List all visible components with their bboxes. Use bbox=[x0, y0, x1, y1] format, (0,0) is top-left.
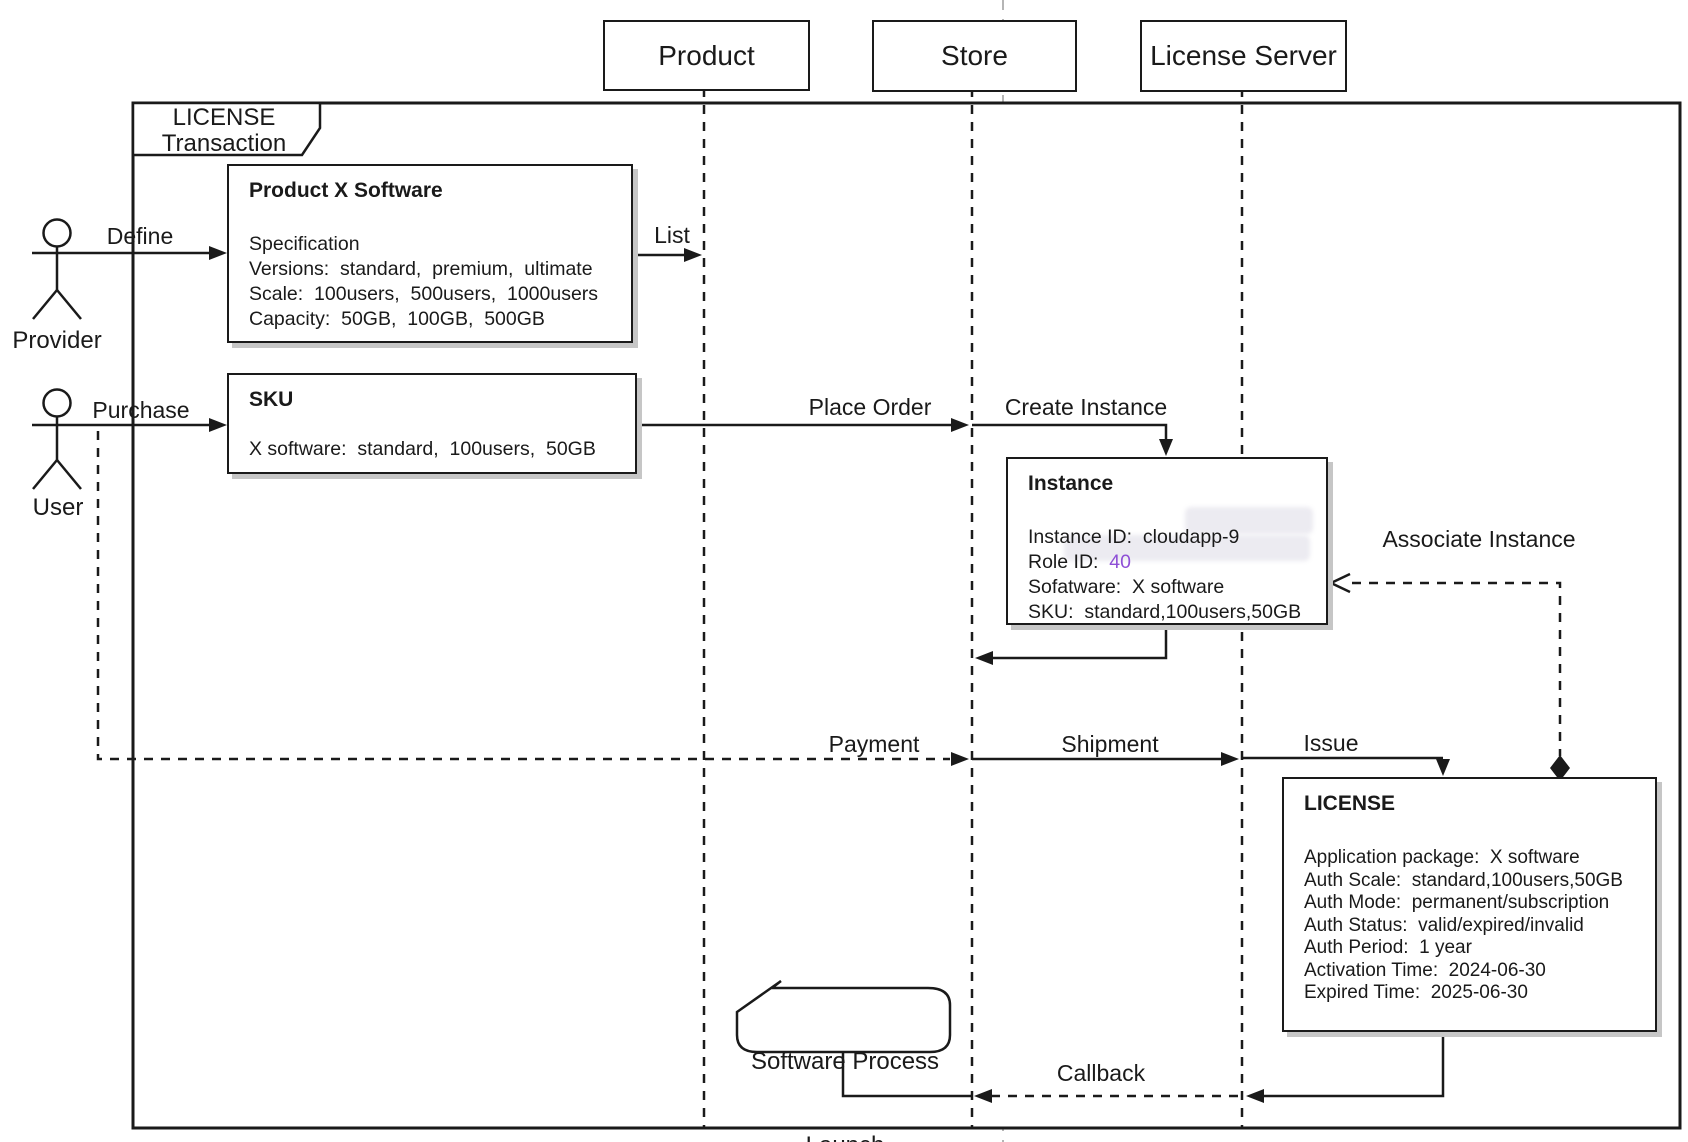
product-spec-line: Specification bbox=[249, 233, 360, 255]
lifeline-head-product-label: Product bbox=[658, 39, 755, 71]
frame-tab-label: LICENSE Transaction bbox=[136, 105, 312, 157]
frame-tab-line2: Transaction bbox=[161, 130, 287, 157]
associate-instance-arrow bbox=[1330, 572, 1570, 781]
message-payment: Payment bbox=[828, 731, 920, 757]
lifeline-head-product: Product bbox=[603, 20, 810, 91]
instance-id-line: Instance ID: cloudapp-9 bbox=[1028, 526, 1240, 548]
sku-box: SKU X software: standard, 100users, 50GB bbox=[227, 373, 637, 474]
user-actor-icon bbox=[32, 388, 82, 490]
sku-line: X software: standard, 100users, 50GB bbox=[249, 438, 596, 460]
message-place-order: Place Order bbox=[808, 394, 932, 420]
message-list: List bbox=[654, 222, 690, 248]
message-issue: Issue bbox=[1303, 730, 1359, 756]
product-spec-title: Product X Software bbox=[249, 179, 443, 202]
redaction-blur bbox=[1185, 507, 1313, 534]
provider-actor-icon bbox=[32, 218, 82, 320]
message-callback: Callback bbox=[1056, 1060, 1146, 1086]
launch-connector bbox=[841, 1052, 972, 1098]
instance-role-line: Role ID: 40 bbox=[1028, 550, 1308, 575]
message-purchase: Purchase bbox=[92, 397, 190, 423]
license-title: LICENSE bbox=[1304, 792, 1396, 815]
launch-label-line2: Launch bbox=[751, 1132, 939, 1142]
instance-line: SKU: standard,100users,50GB bbox=[1028, 601, 1302, 623]
license-line: Auth Mode: permanent/subscription bbox=[1304, 892, 1610, 913]
lifeline-head-store: Store bbox=[872, 20, 1077, 92]
license-callback-elbow bbox=[1246, 1032, 1445, 1103]
software-process-launch-note bbox=[735, 979, 952, 1054]
instance-return-arrow bbox=[975, 625, 1168, 665]
payment-arrow bbox=[96, 431, 969, 766]
user-actor-label: User bbox=[32, 494, 84, 521]
provider-actor-label: Provider bbox=[12, 327, 102, 354]
place-order-arrow bbox=[637, 418, 969, 432]
role-id-label: Role ID: bbox=[1028, 551, 1110, 573]
license-line: Expired Time: 2025-06-30 bbox=[1304, 982, 1528, 1003]
license-line: Activation Time: 2024-06-30 bbox=[1304, 959, 1546, 981]
message-create-instance: Create Instance bbox=[1004, 394, 1168, 420]
product-spec-line: Capacity: 50GB, 100GB, 500GB bbox=[249, 308, 545, 330]
shipment-arrow bbox=[972, 752, 1239, 766]
lifeline-head-license-server: License Server bbox=[1140, 20, 1347, 92]
license-line: Application package: X software bbox=[1304, 847, 1580, 868]
instance-line: Sofatware: X software bbox=[1028, 576, 1225, 598]
issue-arrow bbox=[1242, 756, 1450, 776]
license-box: LICENSE Application package: X software … bbox=[1282, 777, 1657, 1032]
instance-box: Instance Instance ID: cloudapp-9 Role ID… bbox=[1006, 457, 1328, 625]
message-define: Define bbox=[106, 223, 174, 249]
software-process-launch-label: Software Process Launch bbox=[751, 992, 939, 1142]
frame-tab-line1: LICENSE bbox=[172, 104, 276, 131]
redaction-blur bbox=[1064, 535, 1310, 561]
define-arrow bbox=[32, 246, 227, 260]
lifeline-head-store-label: Store bbox=[941, 40, 1008, 71]
license-line: Auth Status: valid/expired/invalid bbox=[1304, 914, 1584, 936]
launch-label-line1: Software Process bbox=[750, 1048, 940, 1075]
product-spec-line: Scale: 100users, 500users, 1000users bbox=[249, 283, 599, 305]
role-id-value: 40 bbox=[1109, 551, 1131, 573]
message-associate-instance: Associate Instance bbox=[1382, 526, 1576, 552]
sku-title: SKU bbox=[249, 388, 294, 411]
create-instance-arrow bbox=[972, 423, 1173, 456]
product-spec-box: Product X Software Specification Version… bbox=[227, 164, 633, 343]
list-arrow bbox=[633, 248, 702, 262]
product-spec-line: Versions: standard, premium, ultimate bbox=[249, 258, 593, 280]
instance-title: Instance bbox=[1028, 472, 1114, 495]
purchase-arrow bbox=[32, 418, 227, 432]
callback-arrow bbox=[974, 1089, 1238, 1103]
message-shipment: Shipment bbox=[1061, 731, 1159, 757]
license-line: Auth Period: 1 year bbox=[1304, 937, 1472, 958]
license-line: Auth Scale: standard,100users,50GB bbox=[1304, 869, 1623, 891]
lifeline-head-license-server-label: License Server bbox=[1150, 40, 1337, 71]
